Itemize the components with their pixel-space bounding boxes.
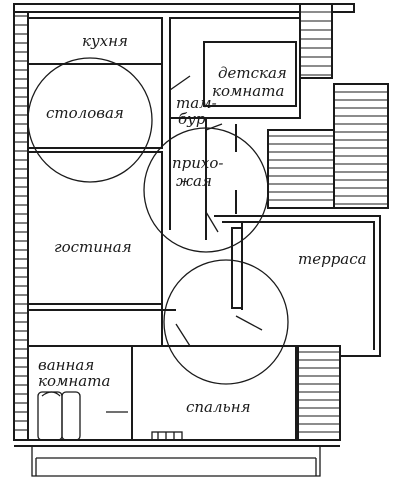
label-dining: столовая (46, 104, 124, 122)
doors (106, 75, 263, 413)
label-bath-2: комната (38, 372, 110, 390)
label-kids-1: детская (218, 64, 287, 82)
label-living: гостиная (54, 238, 132, 256)
label-bath-1: ванная (38, 356, 94, 374)
label-bedroom: спальня (186, 398, 251, 416)
label-kitchen: кухня (82, 32, 128, 50)
label-kids-2: комната (212, 82, 284, 100)
label-vestibule-1: там- (176, 94, 217, 112)
bathtub (37, 391, 81, 441)
turning-circles (27, 57, 289, 385)
stairs (267, 83, 389, 441)
room-labels: кухня столовая детская комната там- бур … (38, 32, 367, 416)
label-terrace: терраса (298, 250, 367, 268)
label-hall-2: жая (176, 172, 212, 190)
label-hall-1: прихо- (172, 154, 223, 172)
label-vestibule-2: бур (178, 110, 206, 128)
radiator (151, 431, 183, 441)
